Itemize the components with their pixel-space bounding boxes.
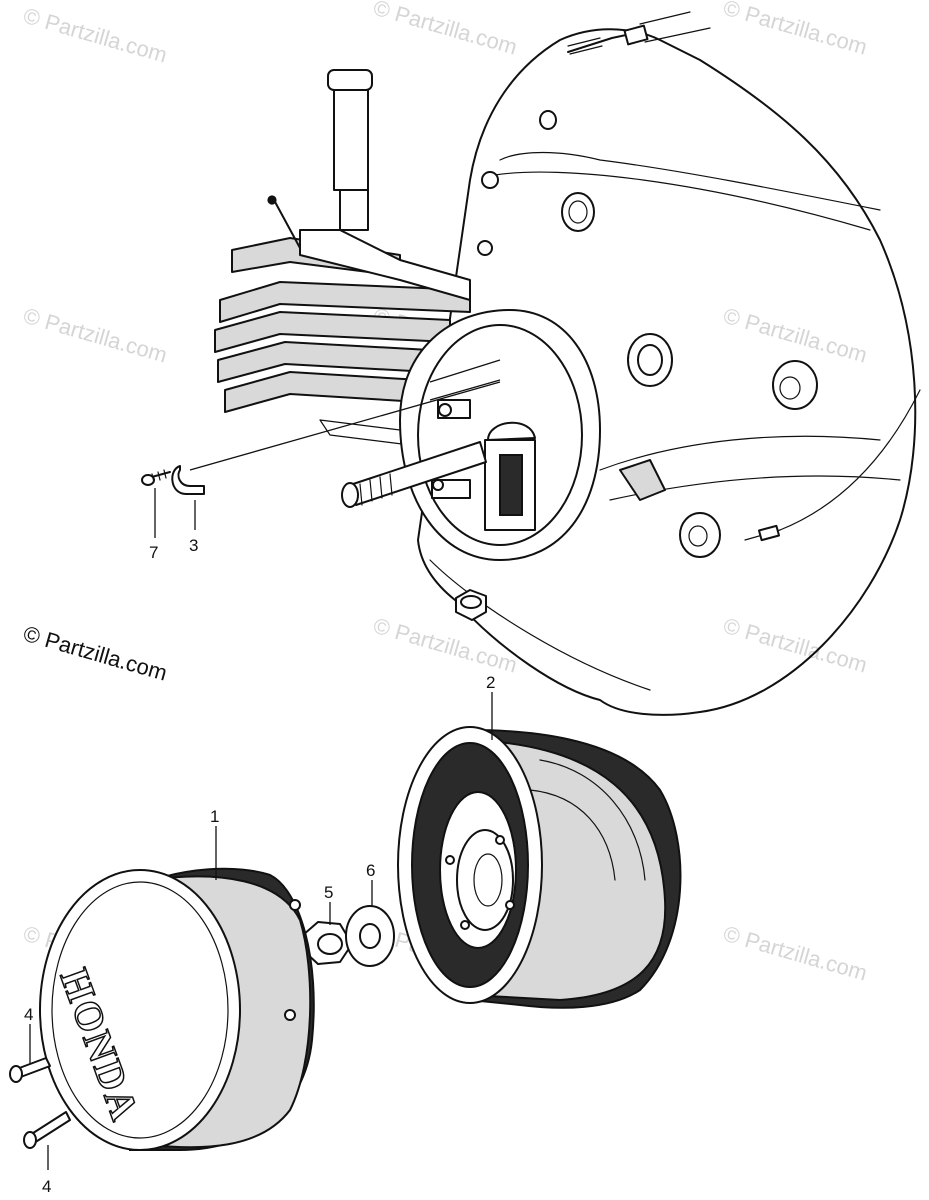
watermark: © Partzilla.com <box>721 921 870 986</box>
rotor-flywheel <box>397 726 682 1009</box>
watermark: © Partzilla.com <box>721 303 870 368</box>
callout-7: 7 <box>149 543 158 562</box>
watermark: © Partzilla.com <box>721 613 870 678</box>
watermark: © Partzilla.com <box>21 3 170 68</box>
generator-cover: HONDA <box>39 867 315 1151</box>
screw-and-clamp <box>141 465 205 495</box>
cylinder-fins <box>214 69 471 446</box>
nut-and-washer <box>302 905 395 967</box>
cover-screws <box>9 1057 71 1149</box>
callout-2: 2 <box>486 673 495 692</box>
stator-plate <box>189 309 601 561</box>
callout-4: 4 <box>42 1177 51 1196</box>
watermark: © Partzilla.com <box>371 0 520 60</box>
callout-numbers: 7 3 2 1 5 6 4 4 <box>24 536 495 1196</box>
watermark: © Partzilla.com <box>21 303 170 368</box>
callout-1: 1 <box>210 807 219 826</box>
copyright-label: © Partzilla.com <box>21 621 170 686</box>
watermark: © Partzilla.com <box>721 0 870 60</box>
callout-5: 5 <box>324 883 333 902</box>
watermark: © Partzilla.com <box>371 613 520 678</box>
engine-crankcase <box>417 11 921 716</box>
callout-6: 6 <box>366 861 375 880</box>
callout-4: 4 <box>24 1005 33 1024</box>
callout-3: 3 <box>189 536 198 555</box>
callout-leaders <box>29 488 493 1170</box>
